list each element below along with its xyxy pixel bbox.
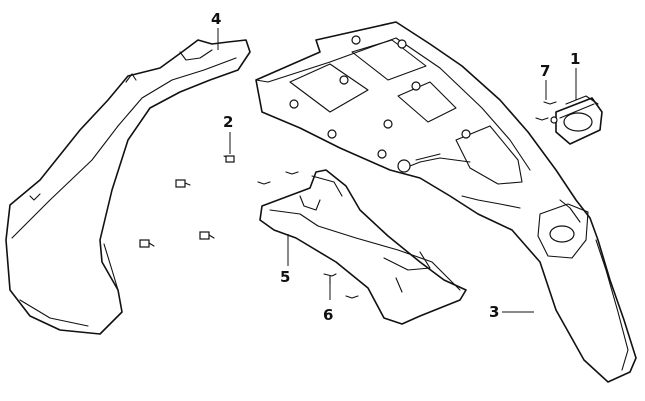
bolt-c [199, 231, 215, 240]
callout-7: 7 [540, 62, 550, 80]
screw-6 [323, 273, 337, 285]
license-lamp [550, 95, 603, 145]
bolt-2 [223, 155, 235, 163]
callout-2: 2 [223, 113, 233, 131]
screw-d [345, 295, 359, 299]
callout-4: 4 [211, 10, 221, 28]
callout-5: 5 [280, 268, 290, 286]
screw-7 [543, 101, 557, 105]
callout-1: 1 [570, 50, 580, 68]
bracket [259, 169, 467, 325]
screw-b [285, 171, 299, 175]
rear-inner-fender [5, 39, 251, 335]
callout-3: 3 [489, 303, 499, 321]
bolt-b [139, 239, 155, 248]
screw-a [257, 181, 271, 185]
screw-e [535, 117, 549, 121]
bolt-a [175, 179, 191, 188]
rear-fender [255, 21, 637, 383]
callout-6: 6 [323, 306, 333, 324]
